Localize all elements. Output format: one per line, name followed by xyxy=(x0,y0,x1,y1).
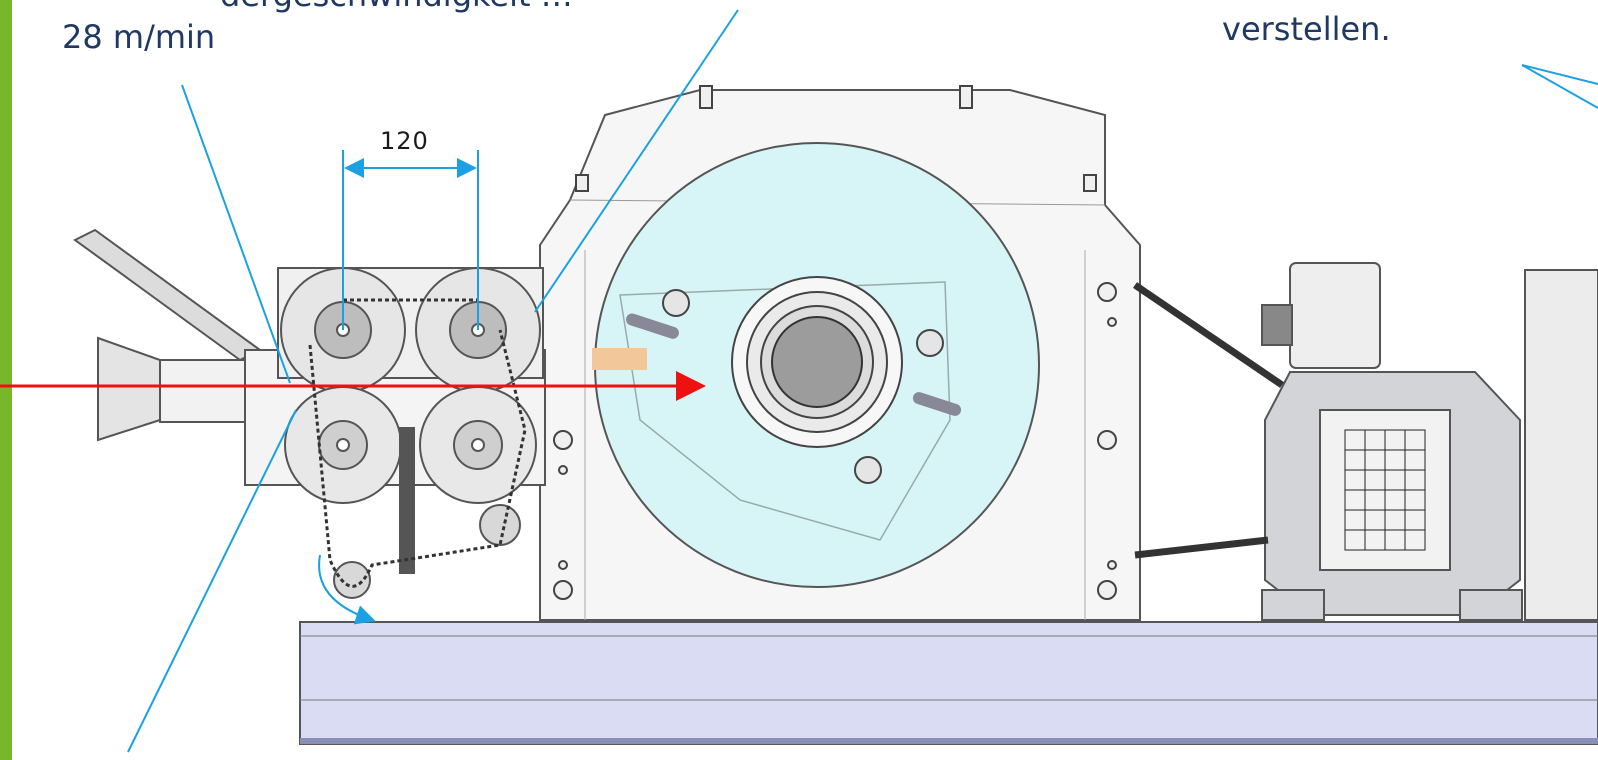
dimension-label: 120 xyxy=(380,127,429,155)
drive-chain xyxy=(308,298,527,588)
drive-belt xyxy=(1133,282,1284,559)
feed-speed-label: 28 m/min xyxy=(62,18,216,56)
feed-inlet xyxy=(73,228,262,442)
accent-sidebar-bar xyxy=(0,0,12,760)
housing-bolts xyxy=(553,85,1117,600)
cutting-disc xyxy=(592,142,1040,588)
cropped-top-label: dergeschwindigkeit … xyxy=(220,0,573,14)
electric-motor xyxy=(1261,262,1598,621)
feed-roller-unit xyxy=(244,267,546,599)
callout-lines xyxy=(127,9,1598,753)
adjust-label: verstellen. xyxy=(1222,10,1391,48)
dimension-120 xyxy=(342,150,479,330)
base-rail xyxy=(299,621,1598,745)
